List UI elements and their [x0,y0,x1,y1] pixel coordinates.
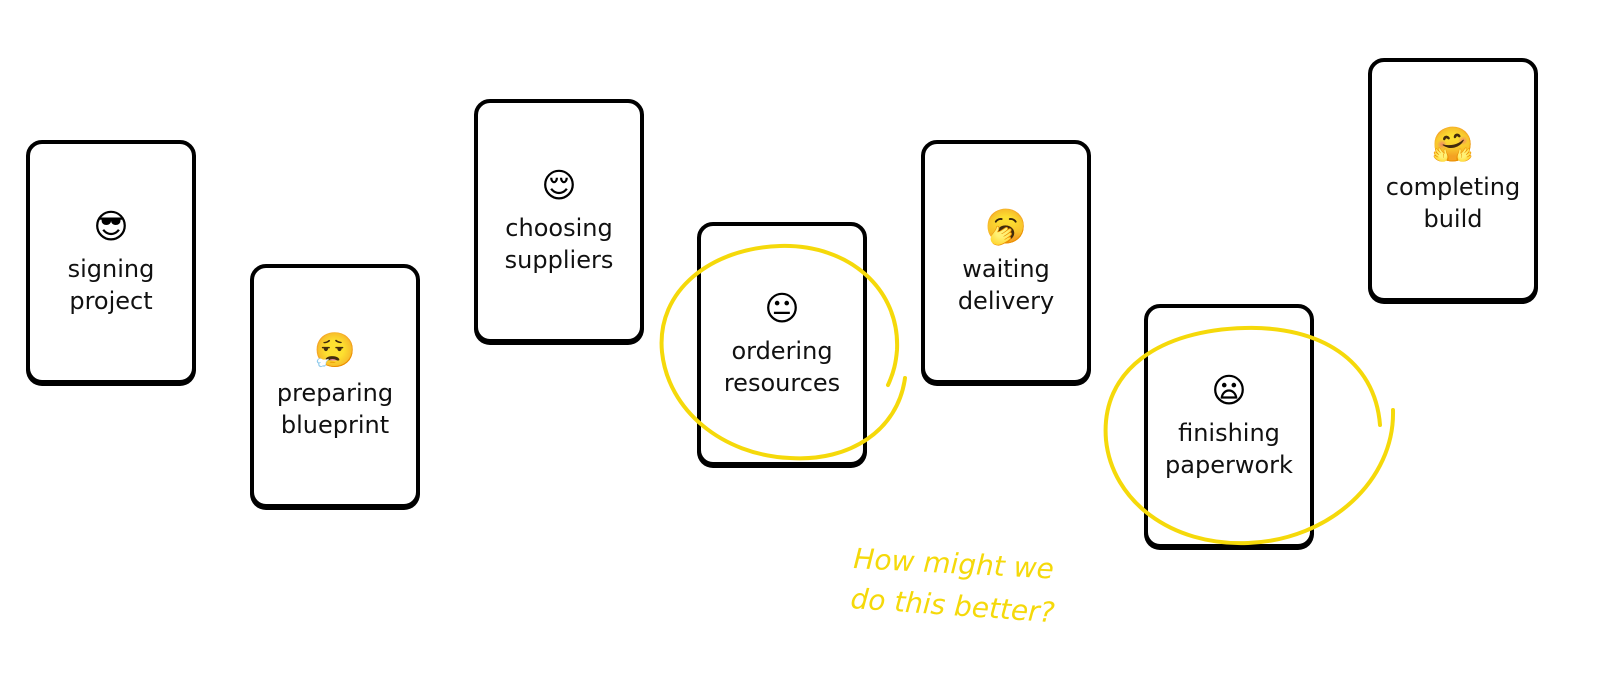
card-label: waiting delivery [957,255,1055,315]
hugging-face-icon: 🤗 [1431,125,1475,165]
card-label: choosing suppliers [504,214,614,274]
card-ordering-resources: 😐 ordering resources [697,222,867,466]
card-label: preparing blueprint [276,379,394,439]
card-label: finishing paperwork [1165,419,1293,479]
frowning-face-icon: 😦 [1211,371,1247,411]
card-choosing-suppliers: 😌 choosing suppliers [474,99,644,343]
exhaling-face-icon: 😮‍💨 [313,331,357,371]
annotation-line-2: do this better? [850,582,1056,629]
yawning-face-icon: 🥱 [984,207,1028,247]
card-finishing-paperwork: 😦 finishing paperwork [1144,304,1314,548]
card-completing-build: 🤗 completing build [1368,58,1538,302]
card-label: ordering resources [723,337,841,397]
relieved-face-icon: 😌 [541,166,577,206]
card-signing-project: 😎 signing project [26,140,196,384]
sunglasses-face-icon: 😎 [93,207,129,247]
card-preparing-blueprint: 😮‍💨 preparing blueprint [250,264,420,508]
card-label: signing project [67,255,155,315]
neutral-face-icon: 😐 [764,289,800,329]
card-waiting-delivery: 🥱 waiting delivery [921,140,1091,384]
card-label: completing build [1385,173,1521,233]
annotation-line-1: How might we [853,542,1055,585]
